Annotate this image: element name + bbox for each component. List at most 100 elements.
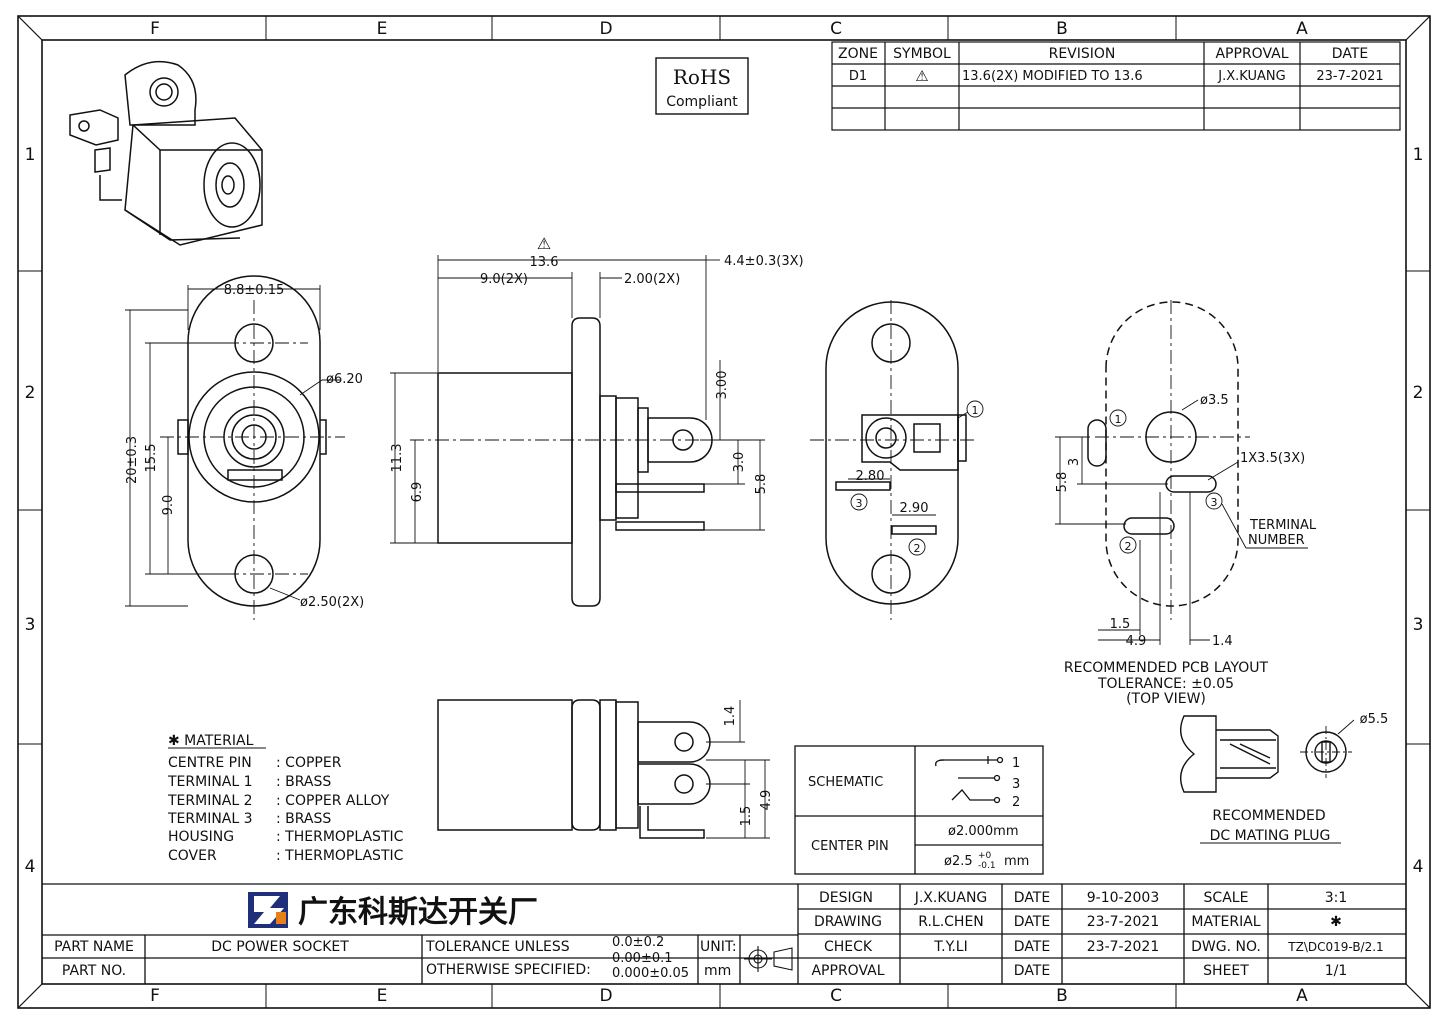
pcb-layout-labels: ø3.5 1X3.5(3X) 3 5.8 1.5 4.9 1.4 1 2 3 T… (1055, 393, 1317, 649)
drawing-label: DRAWING (814, 914, 882, 930)
pcb-callout-1: 1 (1115, 413, 1122, 426)
row-right-1: 1 (1413, 145, 1424, 165)
part-no-label: PART NO. (62, 963, 126, 979)
tolerance-value-2: 0.00±0.1 (612, 951, 673, 966)
row-left-4: 4 (25, 857, 36, 877)
material-value-6: : THERMOPLASTIC (276, 848, 404, 864)
warning-icon: ⚠ (537, 234, 551, 253)
row-right-2: 2 (1413, 383, 1424, 403)
dim-pcb-w3: 1.4 (1212, 634, 1233, 649)
schematic-label: SCHEMATIC (808, 775, 883, 790)
dim-bottom-h2: 1.5 (739, 806, 754, 827)
material-value-2: : BRASS (276, 774, 331, 790)
pcb-layout-title: RECOMMENDED PCB LAYOUT (1064, 660, 1269, 676)
material-part-6: COVER (168, 848, 217, 864)
mating-plug-view (1180, 715, 1355, 793)
zone-top-a: A (1296, 19, 1308, 39)
zone-bottom-a: A (1296, 986, 1308, 1006)
terminal-number-line1: TERMINAL (1249, 518, 1317, 533)
design-label: DESIGN (819, 890, 873, 906)
tolerance-value-1: 0.0±0.2 (612, 935, 664, 950)
row-left-2: 2 (25, 383, 36, 403)
front-view (160, 275, 345, 620)
dim-pcb-hole: ø3.5 (1200, 393, 1229, 408)
company-logo (248, 892, 288, 928)
material-list: ✱ MATERIAL CENTRE PIN : COPPER TERMINAL … (167, 733, 404, 864)
part-name-label: PART NAME (54, 939, 134, 955)
center-pin-label: CENTER PIN (811, 839, 889, 854)
dim-bottom-h3: 4.9 (759, 790, 774, 811)
dim-pcb-w2: 4.9 (1126, 634, 1147, 649)
side-view (410, 317, 760, 607)
zone-top-f: F (150, 19, 160, 39)
terminal-number-line2: NUMBER (1248, 533, 1305, 548)
dim-front-height-low: 9.0 (161, 495, 176, 516)
rear-view-labels: 2.80 2.90 1 2 3 (856, 404, 979, 555)
center-pin-tol-lower: -0.1 (978, 861, 996, 871)
pcb-layout-tolerance: TOLERANCE: ±0.05 (1097, 676, 1234, 692)
dim-side-h2: 6.9 (410, 482, 425, 503)
dim-side-tab: 4.4±0.3(3X) (724, 254, 804, 269)
dim-pcb-h2: 5.8 (1055, 472, 1070, 493)
side-view-dimensions (390, 255, 765, 544)
mating-plug-labels: ø5.5 RECOMMENDED DC MATING PLUG (1200, 712, 1388, 844)
dim-side-h1: 11.3 (390, 444, 405, 473)
dim-front-width: 8.8±0.15 (224, 283, 285, 298)
rohs-subtitle: Compliant (666, 94, 738, 110)
isometric-view (69, 60, 263, 246)
rev-header-symbol: SYMBOL (893, 46, 951, 62)
part-name: DC POWER SOCKET (211, 939, 349, 955)
rear-view-dimensions (848, 400, 984, 556)
dim-front-height-total: 20±0.3 (125, 436, 140, 484)
dim-side-body: 9.0(2X) (480, 272, 528, 287)
pcb-callout-2: 2 (1125, 540, 1132, 553)
pcb-layout-caption: RECOMMENDED PCB LAYOUT TOLERANCE: ±0.05 … (1064, 660, 1269, 707)
rev-description: 13.6(2X) MODIFIED TO 13.6 (962, 69, 1143, 84)
drawing-date-label: DATE (1014, 914, 1050, 930)
rev-header-approval: APPROVAL (1215, 46, 1288, 62)
dim-side-total: 13.6 (530, 255, 559, 270)
dwg-no: TZ\DC019-B/2.1 (1287, 940, 1383, 954)
zone-top-e: E (377, 19, 388, 39)
rev-header-revision: REVISION (1049, 46, 1116, 62)
terminal-callout-1: 1 (972, 404, 979, 417)
material-part-1: CENTRE PIN (168, 755, 252, 771)
rev-approval: J.X.KUANG (1217, 69, 1285, 84)
front-view-labels: 8.8±0.15 20±0.3 15.5 9.0 ø6.20 ø2.50(2X) (125, 283, 364, 610)
schematic-pin-1: 1 (1012, 756, 1020, 771)
projection-symbol-icon (744, 946, 793, 972)
check-date-label: DATE (1014, 939, 1050, 955)
drawing-date: 23-7-2021 (1087, 914, 1159, 930)
rev-date: 23-7-2021 (1316, 69, 1383, 84)
dim-side-flange: 2.00(2X) (624, 272, 680, 287)
design-date: 9-10-2003 (1087, 890, 1159, 906)
dim-front-bore: ø6.20 (326, 372, 363, 387)
zone-top-d: D (599, 19, 612, 39)
dim-pcb-slot: 1X3.5(3X) (1240, 451, 1305, 466)
dim-front-holes: ø2.50(2X) (300, 595, 364, 610)
zone-bottom-e: E (377, 986, 388, 1006)
zone-bottom-d: D (599, 986, 612, 1006)
scale-value: 3:1 (1325, 890, 1348, 906)
center-pin-size-2: ø2.5 (944, 854, 973, 869)
unit-value: mm (704, 963, 731, 979)
check-label: CHECK (824, 939, 873, 955)
material-value-5: : THERMOPLASTIC (276, 829, 404, 845)
zone-bottom-f: F (150, 986, 160, 1006)
design-by: J.X.KUANG (914, 890, 988, 906)
company-name: 广东科斯达开关厂 (298, 895, 538, 930)
row-left-3: 3 (25, 615, 36, 635)
drawing-frame (17, 15, 1431, 1009)
design-date-label: DATE (1014, 890, 1050, 906)
zone-bottom-b: B (1056, 986, 1068, 1006)
material-value-3: : COPPER ALLOY (276, 793, 390, 809)
center-pin-size-1: ø2.000mm (948, 824, 1019, 839)
center-pin-tol-upper: +0 (978, 851, 992, 861)
material-value: ✱ (1330, 914, 1342, 930)
terminal-callout-2: 2 (914, 542, 921, 555)
title-block-text: PART NAME DC POWER SOCKET PART NO. TOLER… (54, 890, 1384, 981)
pcb-layout-view (1087, 300, 1250, 620)
schematic-pin-3: 3 (1012, 777, 1020, 792)
sheet-value: 1/1 (1325, 963, 1348, 979)
dim-pcb-w1: 1.5 (1110, 617, 1131, 632)
